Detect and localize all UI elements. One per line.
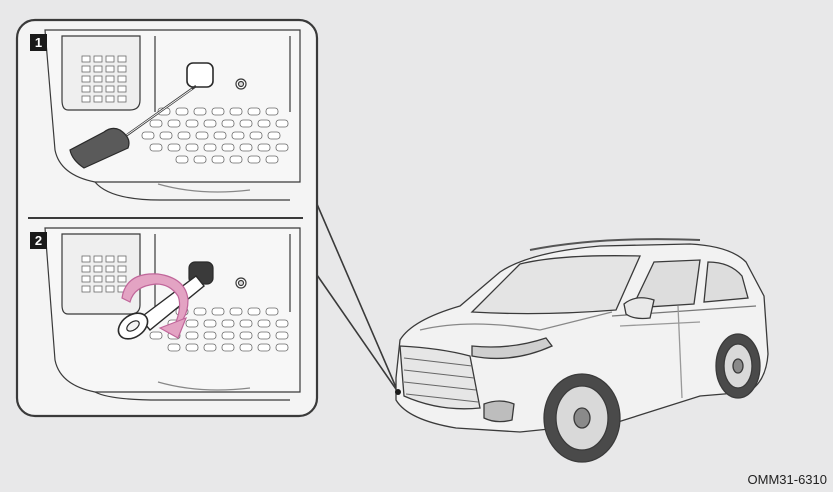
front-wheel xyxy=(544,374,620,462)
rear-wheel xyxy=(716,334,760,398)
step-1-badge: 1 xyxy=(30,34,47,51)
tow-hook-location-marker xyxy=(395,389,401,395)
tow-hook-cover xyxy=(187,63,213,87)
suv-front-three-quarter-illustration xyxy=(395,239,768,462)
figure-code: OMM31-6310 xyxy=(748,472,827,487)
step-2-badge: 2 xyxy=(30,232,47,249)
step-2-illustration xyxy=(45,228,300,400)
step-1-illustration xyxy=(45,30,300,200)
